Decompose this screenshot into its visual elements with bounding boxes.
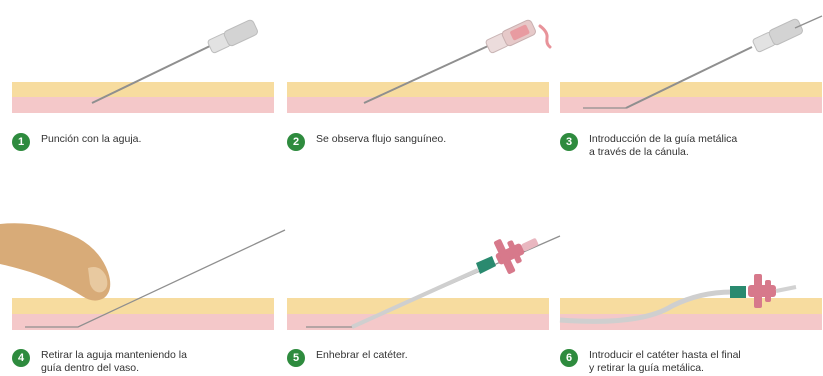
panel-5-illustration [287, 225, 560, 330]
catheter-tip [730, 286, 746, 298]
catheter-hub [490, 225, 545, 276]
step-caption: Se observa flujo sanguíneo. [316, 133, 446, 146]
skin-layer [12, 82, 274, 97]
step-6: 6 Introducir el catéter hasta el final y… [560, 349, 741, 375]
step-caption: Enhebrar el catéter. [316, 349, 408, 362]
step-caption: Introducción de la guía metálica a travé… [589, 133, 737, 159]
caption-line: Punción con la aguja. [41, 133, 141, 146]
tissue-layer [560, 97, 822, 113]
needle-hub [207, 19, 259, 55]
panel-2-illustration [287, 19, 550, 113]
step-3: 3 Introducción de la guía metálica a tra… [560, 133, 737, 159]
caption-line: Introducción de la guía metálica [589, 133, 737, 146]
caption-line: guía dentro del vaso. [41, 362, 187, 375]
caption-line: a través de la cánula. [589, 146, 737, 159]
step-number-badge: 4 [12, 349, 30, 367]
step-number-badge: 3 [560, 133, 578, 151]
panel-6-illustration [560, 274, 822, 330]
panel-4-illustration [0, 223, 285, 330]
caption-line: Enhebrar el catéter. [316, 349, 408, 362]
skin-layer [287, 82, 549, 97]
caption-line: Se observa flujo sanguíneo. [316, 133, 446, 146]
tissue-layer [12, 97, 274, 113]
step-caption: Retirar la aguja manteniendo la guía den… [41, 349, 187, 375]
needle-hub [752, 18, 804, 54]
caption-line: Introducir el catéter hasta el final [589, 349, 741, 362]
step-caption: Introducir el catéter hasta el final y r… [589, 349, 741, 375]
step-number-badge: 1 [12, 133, 30, 151]
blood-drop [540, 26, 550, 47]
panel-1-illustration [12, 19, 274, 113]
caption-line: Retirar la aguja manteniendo la [41, 349, 187, 362]
tissue-layer [287, 97, 549, 113]
catheter-line [776, 287, 796, 291]
skin-layer [560, 82, 822, 97]
step-number-badge: 5 [287, 349, 305, 367]
step-5: 5 Enhebrar el catéter. [287, 349, 408, 367]
step-number-badge: 6 [560, 349, 578, 367]
skin-layer [12, 298, 274, 314]
needle-hub [485, 19, 537, 55]
step-1: 1 Punción con la aguja. [12, 133, 141, 151]
step-caption: Punción con la aguja. [41, 133, 141, 146]
step-4: 4 Retirar la aguja manteniendo la guía d… [12, 349, 187, 375]
caption-line: y retirar la guía metálica. [589, 362, 741, 375]
panel-3-illustration [560, 16, 822, 113]
skin-layer [287, 298, 549, 314]
step-2: 2 Se observa flujo sanguíneo. [287, 133, 446, 151]
step-number-badge: 2 [287, 133, 305, 151]
